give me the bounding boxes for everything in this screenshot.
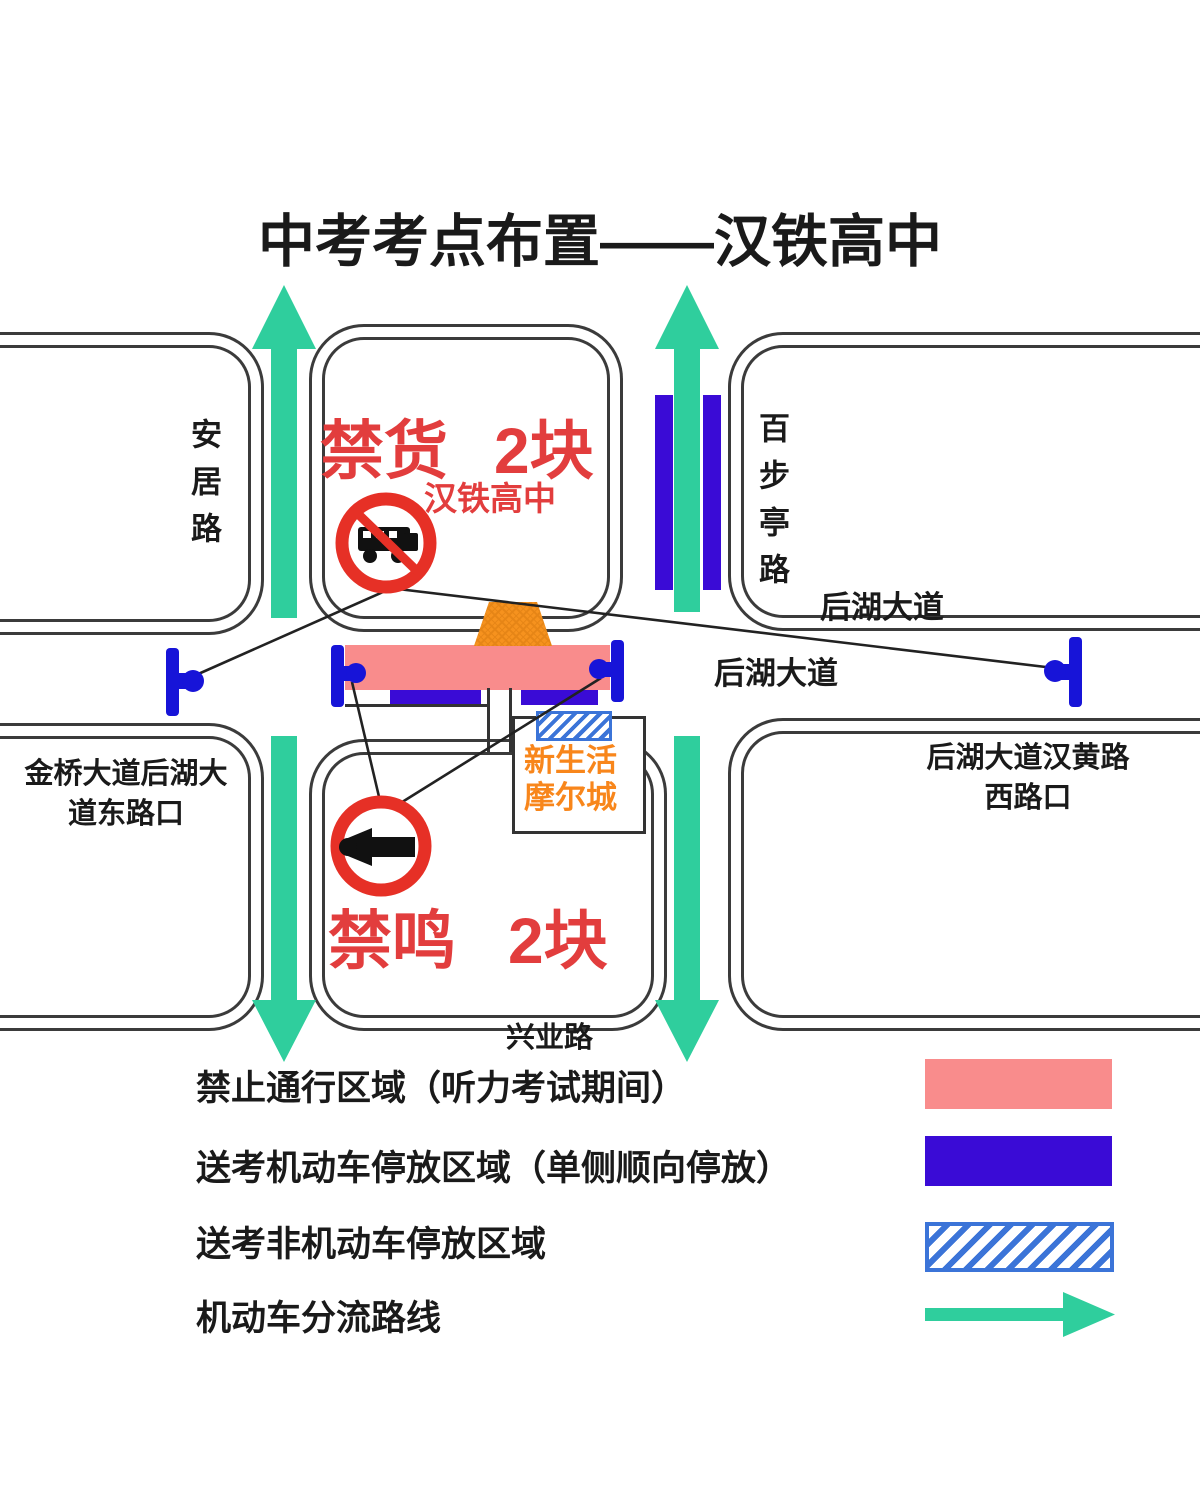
road-label-houhu-upper: 后湖大道 — [820, 590, 944, 625]
block-bottom-right — [741, 731, 1200, 1018]
sign-post-icon-far-right — [1044, 637, 1082, 707]
legend-swatch-no-pass — [925, 1059, 1112, 1109]
motor-parking-bar-right-road-1 — [655, 395, 673, 590]
no-truck-text: 禁货 — [320, 415, 448, 487]
no-horn-count: 2块 — [508, 905, 608, 977]
intersection-label-left: 金桥大道后湖大 道东路口 — [0, 754, 252, 834]
intersection-left-line1: 金桥大道后湖大 — [24, 758, 228, 790]
sign-post-icon-zone-right — [589, 640, 624, 702]
map-title: 中考考点布置——汉铁高中 — [258, 210, 942, 274]
no-horn-sign-icon — [330, 795, 432, 897]
legend-label-non-motor-parking: 送考非机动车停放区域 — [196, 1225, 547, 1264]
intersection-right-line2: 西路口 — [984, 782, 1072, 814]
road-label-baibuting: 百步亭路 — [754, 412, 789, 600]
legend-swatch-flow-arrow — [925, 1286, 1115, 1342]
intersection-left-line2: 道东路口 — [67, 798, 184, 830]
block-bottom-left — [0, 736, 251, 1018]
legend-label-flow-route: 机动车分流路线 — [196, 1299, 442, 1338]
entrance-road-line — [509, 688, 512, 752]
sign-post-icon-zone-left — [331, 645, 366, 707]
legend-label-motor-parking: 送考机动车停放区域（单侧顺向停放） — [196, 1149, 792, 1188]
school-gate — [474, 602, 552, 646]
road-label-houhu-center: 后湖大道 — [714, 656, 838, 691]
no-truck-sign-icon — [335, 492, 437, 594]
motor-parking-bar-right-road-2 — [703, 395, 721, 590]
block-top-left — [0, 345, 251, 622]
mall-label: 新生活 摩尔城 — [524, 742, 634, 816]
legend-swatch-non-motor-parking — [925, 1222, 1114, 1272]
school-name-label: 汉铁高中 — [424, 480, 556, 517]
flow-arrow-down-right — [655, 736, 719, 1062]
no-truck-count: 2块 — [494, 415, 594, 487]
road-label-xingye: 兴业路 — [506, 1022, 594, 1054]
no-truck-annotation: 禁货 2块 — [320, 400, 594, 492]
no-pass-zone-rect — [345, 645, 610, 690]
intersection-label-right: 后湖大道汉黄路 西路口 — [896, 738, 1160, 818]
no-horn-annotation: 禁鸣 2块 — [328, 890, 608, 982]
block-top-right — [741, 345, 1200, 618]
no-horn-text: 禁鸣 — [328, 905, 456, 977]
legend-flow-arrow-icon — [925, 1292, 1115, 1337]
curb-line — [345, 704, 487, 707]
legend-swatch-motor-parking — [925, 1136, 1112, 1186]
legend-label-no-pass: 禁止通行区域（听力考试期间） — [196, 1069, 687, 1108]
flow-arrow-down-left — [252, 736, 316, 1062]
motor-parking-bar-south-2 — [521, 690, 598, 705]
motor-parking-bar-south-1 — [390, 690, 481, 705]
sign-leader-lines — [195, 586, 1055, 806]
mall-label-line1: 新生活 — [524, 743, 617, 778]
sign-post-icon-far-left — [166, 648, 204, 716]
flow-arrow-up-left — [252, 285, 316, 618]
road-label-anju: 安居路 — [186, 418, 221, 559]
flow-arrow-up-right — [655, 285, 719, 612]
entrance-road-line — [487, 688, 490, 752]
intersection-right-line1: 后湖大道汉黄路 — [926, 742, 1130, 774]
non-motor-parking-rect — [536, 711, 612, 741]
mall-label-line2: 摩尔城 — [524, 780, 617, 815]
